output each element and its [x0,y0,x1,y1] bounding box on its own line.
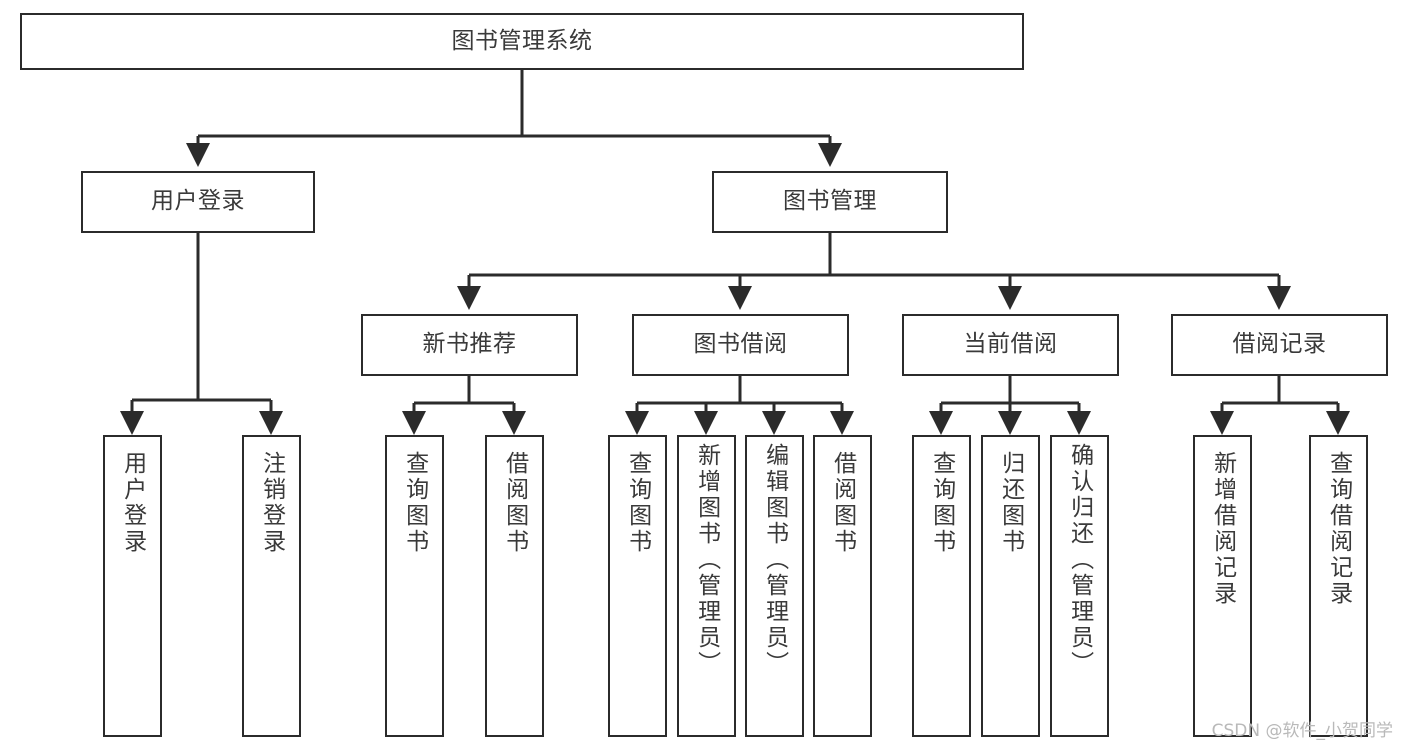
node-leaf-query-book-1[interactable]: 查询图书 [385,435,444,737]
node-label: 当前借阅 [963,331,1058,358]
node-label: 新增图书（管理员） [693,443,720,677]
node-label: 查询图书 [624,451,651,555]
node-leaf-borrow-book-1[interactable]: 借阅图书 [485,435,544,737]
node-label: 确认归还（管理员） [1066,443,1093,677]
node-leaf-query-record[interactable]: 查询借阅记录 [1309,435,1368,737]
node-leaf-query-book-3[interactable]: 查询图书 [912,435,971,737]
node-current-borrow[interactable]: 当前借阅 [902,314,1119,376]
node-label: 归还图书 [997,451,1024,555]
node-leaf-edit-book[interactable]: 编辑图书（管理员） [745,435,804,737]
node-label: 图书管理 [783,188,877,215]
node-label: 图书借阅 [693,331,788,358]
node-leaf-confirm-return[interactable]: 确认归还（管理员） [1050,435,1109,737]
csdn-watermark: CSDN @软件_小贺同学 [1211,721,1393,741]
node-label: 图书管理系统 [451,27,593,54]
node-label: 用户登录 [151,188,245,215]
node-leaf-return-book[interactable]: 归还图书 [981,435,1040,737]
node-label: 编辑图书（管理员） [761,443,788,677]
node-label: 查询图书 [928,451,955,555]
node-label: 借阅图书 [829,451,856,555]
node-label: 借阅记录 [1232,331,1327,358]
node-user-login[interactable]: 用户登录 [81,171,315,233]
node-leaf-add-record[interactable]: 新增借阅记录 [1193,435,1252,737]
node-leaf-add-book[interactable]: 新增图书（管理员） [677,435,736,737]
node-root-system[interactable]: 图书管理系统 [20,13,1024,70]
node-label: 新增借阅记录 [1209,451,1236,607]
node-leaf-logout-login[interactable]: 注销登录 [242,435,301,737]
node-leaf-user-login[interactable]: 用户登录 [103,435,162,737]
node-label: 查询借阅记录 [1325,451,1352,607]
node-label: 新书推荐 [422,331,517,358]
node-label: 注销登录 [258,451,285,555]
node-label: 查询图书 [401,451,428,555]
node-leaf-query-book-2[interactable]: 查询图书 [608,435,667,737]
node-book-borrow[interactable]: 图书借阅 [632,314,849,376]
node-label: 用户登录 [119,451,146,555]
node-label: 借阅图书 [501,451,528,555]
node-new-book-recommend[interactable]: 新书推荐 [361,314,578,376]
node-borrow-record[interactable]: 借阅记录 [1171,314,1388,376]
node-leaf-borrow-book-2[interactable]: 借阅图书 [813,435,872,737]
node-book-manage[interactable]: 图书管理 [712,171,948,233]
